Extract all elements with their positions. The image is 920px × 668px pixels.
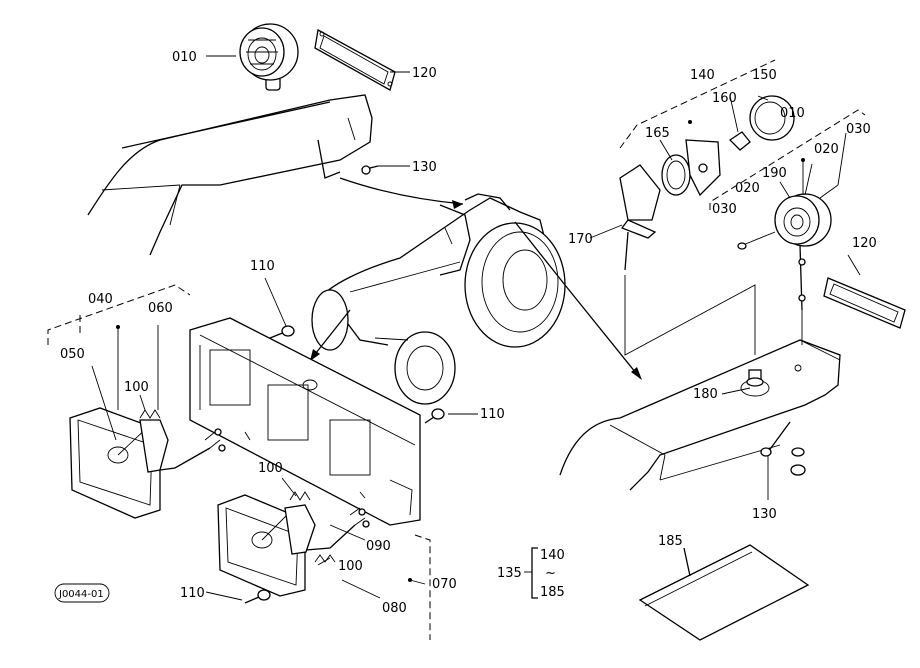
label-tilde: ~ — [545, 566, 556, 581]
label-110-b: 110 — [480, 407, 505, 422]
label-050: 050 — [60, 347, 85, 362]
stamp-text: J0044-01 — [58, 589, 104, 600]
fender-top-left — [87, 94, 373, 256]
label-070: 070 — [432, 577, 457, 592]
bolt-110-c — [244, 589, 271, 604]
label-060: 060 — [148, 301, 173, 316]
label-180: 180 — [693, 387, 718, 402]
reflector-plate-right — [823, 277, 906, 329]
headlight-right — [217, 494, 370, 597]
label-020-b: 020 — [735, 181, 760, 196]
screw-130-right — [760, 421, 806, 476]
work-lamp-top-left — [239, 23, 299, 91]
grommet-180 — [746, 369, 764, 387]
label-165: 165 — [645, 126, 670, 141]
rear-lamp-assembly — [619, 59, 795, 271]
label-190: 190 — [762, 166, 787, 181]
label-030-b: 030 — [712, 202, 737, 217]
label-185-a: 185 — [658, 534, 683, 549]
label-leaders — [91, 55, 861, 601]
part-labels: 010 120 130 140 150 160 010 030 165 020 … — [58, 50, 877, 616]
drawing-stamp — [54, 583, 110, 603]
label-120-a: 120 — [412, 66, 437, 81]
label-010-b: 010 — [780, 106, 805, 121]
spring-100-b — [289, 491, 311, 501]
label-100-c: 100 — [338, 559, 363, 574]
leader-arrows — [310, 177, 642, 380]
label-160: 160 — [712, 91, 737, 106]
label-130-b: 130 — [752, 507, 777, 522]
decal-185 — [638, 544, 810, 641]
label-135: 135 — [497, 566, 522, 581]
work-lamp-right — [709, 109, 866, 311]
bracket-040 — [47, 284, 191, 410]
label-100-b: 100 — [258, 461, 283, 476]
label-090: 090 — [366, 539, 391, 554]
bolt-110-a — [269, 325, 295, 339]
tractor-body — [311, 193, 566, 405]
range-brace-135 — [524, 547, 538, 599]
label-150: 150 — [752, 68, 777, 83]
spring-100-c — [314, 554, 336, 563]
label-010-a: 010 — [172, 50, 197, 65]
headlight-left — [69, 407, 226, 519]
label-100-a: 100 — [124, 380, 149, 395]
reflector-plate-top — [314, 28, 396, 91]
front-bracket — [189, 317, 421, 526]
label-080: 080 — [382, 601, 407, 616]
routing-lines-right — [624, 275, 803, 356]
label-185-b: 185 — [540, 585, 565, 600]
label-140: 140 — [690, 68, 715, 83]
label-020-a: 020 — [814, 142, 839, 157]
bolt-110-b — [424, 408, 445, 424]
label-120-b: 120 — [852, 236, 877, 251]
label-140-b: 140 — [540, 548, 565, 563]
label-030-a: 030 — [846, 122, 871, 137]
label-170: 170 — [568, 232, 593, 247]
label-040: 040 — [88, 292, 113, 307]
label-130-a: 130 — [412, 160, 437, 175]
screw-130-top — [361, 165, 379, 175]
bracket-070 — [408, 534, 431, 640]
label-110-a: 110 — [250, 259, 275, 274]
spring-100-a — [139, 409, 161, 419]
label-110-c: 110 — [180, 586, 205, 601]
